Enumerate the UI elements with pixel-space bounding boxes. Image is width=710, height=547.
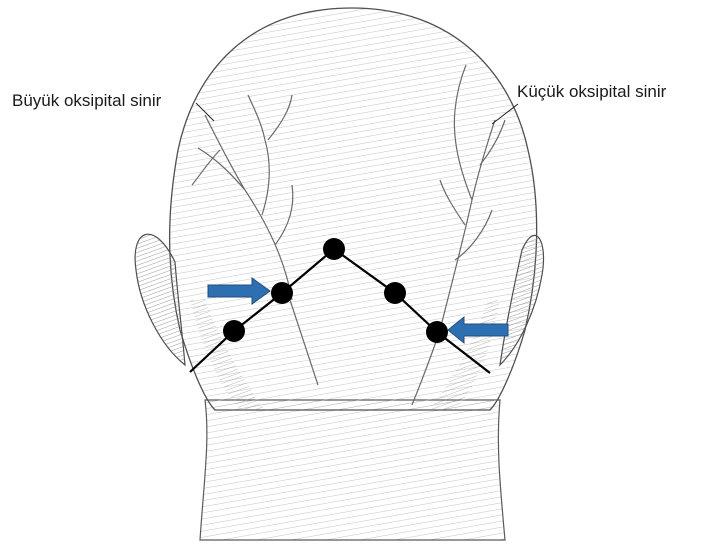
injection-point xyxy=(323,238,345,260)
neck-outline xyxy=(200,400,505,540)
injection-point xyxy=(384,282,406,304)
injection-point xyxy=(426,321,448,343)
injection-point xyxy=(271,282,293,304)
greater-occipital-nerve-label: Büyük oksipital sinir xyxy=(12,91,161,111)
lesser-occipital-nerve-label: Küçük oksipital sinir xyxy=(517,82,666,102)
injection-point xyxy=(223,320,245,342)
